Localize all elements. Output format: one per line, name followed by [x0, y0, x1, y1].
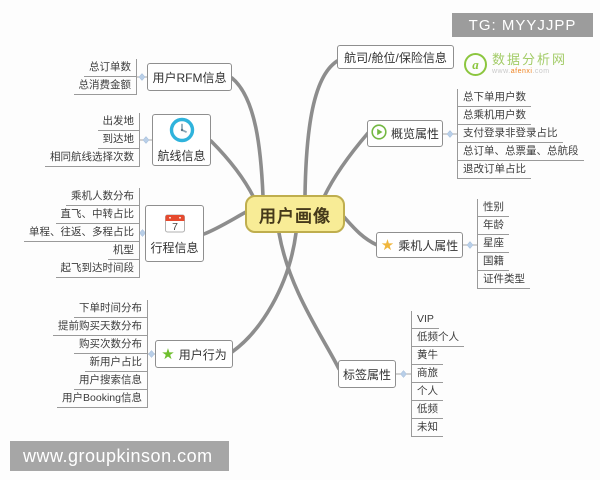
trip-leaf-group: 乘机人数分布 直飞、中转占比 单程、往返、多程占比 机型 起飞到达时间段 [24, 188, 140, 278]
branch-trip[interactable]: 7 行程信息 [145, 205, 204, 262]
telegram-watermark: TG: MYYJJPP [452, 13, 593, 37]
leaf-item[interactable]: 机型 [108, 242, 139, 260]
tag-leaf-group: VIP 低频个人 黄牛 商旅 个人 低频 未知 [411, 311, 464, 437]
behavior-leaf-group: 下单时间分布 提前购买天数分布 购买次数分布 新用户占比 用户搜索信息 用户Bo… [53, 300, 148, 408]
branch-tag-label: 标签属性 [342, 367, 391, 382]
leaf-item[interactable]: 提前购买天数分布 [53, 318, 147, 336]
route-leaf-group: 出发地 到达地 相同航线选择次数 [45, 113, 140, 167]
leaf-item[interactable]: 年龄 [478, 217, 509, 235]
leaf-item[interactable]: 新用户占比 [84, 354, 147, 372]
diamond-bead [446, 130, 454, 138]
leaf-item[interactable]: 黄牛 [412, 347, 443, 365]
wire-tag [277, 231, 341, 371]
branch-tag[interactable]: 标签属性 [338, 360, 396, 388]
site-watermark: www.groupkinson.com [10, 441, 229, 471]
afenxi-logo: a 数据分析网 www.afenxi.com [464, 53, 567, 76]
afenxi-logo-name: 数据分析网 [492, 52, 568, 67]
leaf-item[interactable]: 购买次数分布 [74, 336, 147, 354]
branch-route[interactable]: 航线信息 [152, 114, 211, 166]
wire-airline [303, 58, 341, 198]
leaf-item[interactable]: 低频 [412, 401, 443, 419]
diamond-bead [142, 136, 150, 144]
center-topic[interactable]: 用户画像 [245, 195, 345, 233]
branch-passenger[interactable]: ★ 乘机人属性 [376, 232, 463, 258]
wire-behavior [230, 231, 298, 354]
wire-route [209, 139, 256, 200]
branch-airline[interactable]: 航司/舱位/保险信息 [337, 45, 454, 69]
wire-rfm [230, 76, 265, 198]
calendar-icon: 7 [163, 211, 187, 238]
clock-icon [169, 117, 195, 146]
afenxi-logo-icon: a [464, 53, 487, 76]
branch-rfm[interactable]: 用户RFM信息 [147, 63, 232, 91]
leaf-item[interactable]: 相同航线选择次数 [45, 149, 139, 167]
leaf-item[interactable]: 支付登录非登录占比 [458, 125, 563, 143]
wire-overview [322, 131, 370, 199]
svg-text:7: 7 [172, 221, 178, 233]
branch-behavior-label: 用户行为 [178, 347, 227, 362]
leaf-item[interactable]: VIP [412, 311, 439, 329]
leaf-item[interactable]: 出发地 [97, 113, 139, 131]
overview-leaf-group: 总下单用户数 总乘机用户数 支付登录非登录占比 总订单、总票量、总航段 退改订单… [457, 89, 584, 179]
leaf-item[interactable]: 国籍 [478, 253, 509, 271]
leaf-item[interactable]: 商旅 [412, 365, 443, 383]
rfm-leaf-group: 总订单数 总消费金额 [73, 59, 137, 95]
green-star-icon: ★ [161, 345, 175, 363]
branch-rfm-label: 用户RFM信息 [152, 70, 227, 85]
diamond-bead [466, 241, 474, 249]
yellow-star-icon: ★ [380, 236, 395, 254]
wire-passenger [342, 215, 379, 247]
leaf-item[interactable]: 起飞到达时间段 [55, 260, 139, 278]
leaf-item[interactable]: 总订单数 [84, 59, 136, 77]
leaf-item[interactable]: 低频个人 [412, 329, 464, 347]
leaf-item[interactable]: 个人 [412, 383, 443, 401]
leaf-item[interactable]: 单程、往返、多程占比 [24, 224, 139, 242]
leaf-item[interactable]: 总订单、总票量、总航段 [458, 143, 584, 161]
leaf-item[interactable]: 下单时间分布 [74, 300, 147, 318]
leaf-item[interactable]: 总下单用户数 [458, 89, 531, 107]
leaf-item[interactable]: 到达地 [97, 131, 139, 149]
diamond-bead [138, 73, 146, 81]
leaf-item[interactable]: 总消费金额 [73, 77, 136, 95]
branch-overview-label: 概览属性 [390, 127, 439, 141]
leaf-item[interactable]: 星座 [478, 235, 509, 253]
leaf-item[interactable]: 用户Booking信息 [57, 390, 147, 408]
branch-airline-label: 航司/舱位/保险信息 [344, 50, 447, 65]
leaf-item[interactable]: 总乘机用户数 [458, 107, 531, 125]
leaf-item[interactable]: 直飞、中转占比 [55, 206, 139, 224]
leaf-item[interactable]: 未知 [412, 419, 443, 437]
afenxi-logo-url: www.afenxi.com [492, 68, 550, 75]
leaf-item[interactable]: 乘机人数分布 [66, 188, 139, 206]
leaf-item[interactable]: 性别 [478, 199, 509, 217]
leaf-item[interactable]: 用户搜索信息 [74, 372, 147, 390]
play-icon [371, 124, 387, 143]
branch-route-label: 航线信息 [157, 148, 206, 163]
wire-trip [202, 210, 248, 236]
branch-behavior[interactable]: ★ 用户行为 [155, 340, 233, 368]
leaf-item[interactable]: 证件类型 [478, 271, 530, 289]
branch-passenger-label: 乘机人属性 [398, 238, 459, 253]
diamond-bead [148, 350, 155, 358]
diamond-bead [400, 370, 407, 378]
branch-trip-label: 行程信息 [150, 241, 199, 255]
leaf-item[interactable]: 退改订单占比 [458, 161, 531, 179]
branch-overview[interactable]: 概览属性 [367, 120, 443, 147]
passenger-leaf-group: 性别 年龄 星座 国籍 证件类型 [477, 199, 530, 289]
